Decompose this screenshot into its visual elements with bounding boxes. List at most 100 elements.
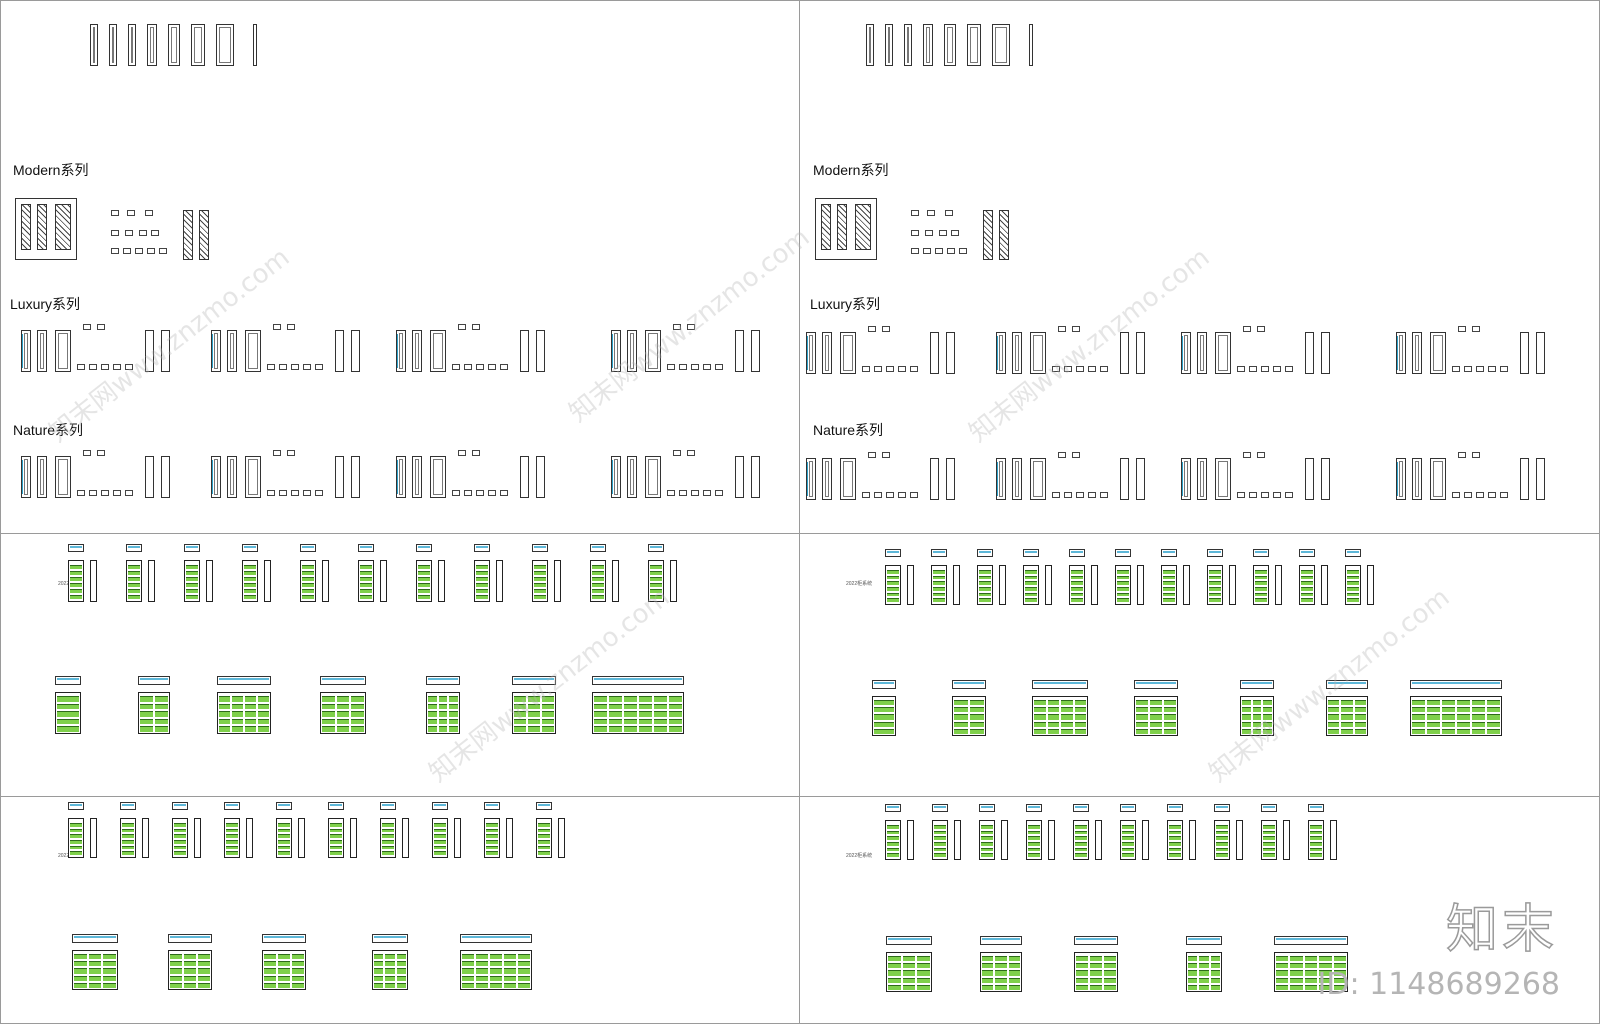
finish-swatch [1064, 492, 1072, 498]
shelf [88, 968, 102, 974]
shelf [418, 589, 430, 593]
cabinet-elevation [648, 560, 664, 602]
shelf [184, 982, 196, 988]
hatched-door [183, 210, 193, 260]
finish-swatch [472, 324, 480, 330]
side-panel [145, 330, 154, 372]
shelf [232, 696, 243, 702]
cabinet-section [1229, 565, 1236, 605]
finish-swatch [101, 490, 109, 496]
shelf [1347, 581, 1359, 585]
shelf [1263, 842, 1275, 846]
shelf [1487, 707, 1500, 713]
cabinet-top-view [416, 544, 432, 552]
shelf [292, 982, 304, 988]
shelf [302, 577, 314, 581]
side-panel [536, 456, 545, 498]
sheet-top-left [0, 0, 800, 534]
shelf [1074, 714, 1086, 720]
shelf [174, 851, 186, 855]
cabinet-elevation [1253, 565, 1269, 605]
cabinet-section [1137, 565, 1144, 605]
shelf [232, 726, 243, 732]
shelf [934, 825, 946, 829]
shelf [1333, 956, 1346, 962]
shelf [88, 961, 102, 967]
shelf [1104, 984, 1116, 990]
shelf [970, 721, 984, 727]
assembly-top-view [886, 936, 932, 945]
shelf [1071, 570, 1083, 574]
shelf [128, 565, 140, 569]
shelf [534, 571, 546, 575]
shelf [1028, 830, 1040, 835]
shelf [534, 589, 546, 593]
shelf [1025, 575, 1037, 580]
shelf [1216, 830, 1228, 835]
door-elevation [1181, 332, 1191, 374]
shelf [140, 726, 153, 732]
cabinet-top-view [979, 804, 995, 812]
assembly-top-view [262, 934, 306, 943]
finish-swatch [886, 366, 894, 372]
hatched-door [37, 204, 47, 250]
shelf [1104, 977, 1116, 983]
finish-swatch [1072, 326, 1080, 332]
shelf [1427, 714, 1440, 720]
cabinet-elevation [328, 818, 344, 858]
shelf [434, 851, 446, 855]
shelf [874, 700, 894, 706]
shelf [1310, 847, 1322, 852]
side-panel [1536, 332, 1545, 374]
finish-swatch [939, 230, 947, 236]
assembly-top-view [320, 676, 366, 685]
shelf [518, 954, 530, 960]
shelf [592, 571, 604, 575]
sheet-mid-left [0, 533, 800, 797]
cabinet-elevation [532, 560, 548, 602]
cabinet-elevation [432, 818, 448, 858]
finish-swatch [1273, 366, 1281, 372]
shelf [1163, 581, 1175, 585]
cabinet-elevation [1261, 820, 1277, 860]
shelf [336, 696, 350, 702]
shelf [462, 961, 474, 967]
door-handle [22, 334, 23, 368]
shelf [1150, 721, 1162, 727]
shelf [88, 982, 102, 988]
cabinet-section [1045, 565, 1052, 605]
shelf [654, 703, 667, 710]
door-elevation [128, 24, 136, 66]
finish-swatch [1500, 492, 1508, 498]
finish-swatch [862, 366, 870, 372]
shelf [887, 853, 899, 857]
shelf [278, 954, 290, 960]
shelf [1442, 721, 1455, 727]
shelf [934, 830, 946, 835]
finish-swatch [147, 248, 155, 254]
door-elevation [806, 332, 816, 374]
shelf [1328, 700, 1340, 706]
cabinet-top-view [432, 802, 448, 810]
shelf [1199, 970, 1209, 976]
shelf [1457, 721, 1470, 727]
side-panel [520, 456, 529, 498]
shelf [1122, 825, 1134, 829]
cabinet-assembly [460, 950, 532, 990]
cabinet-elevation [484, 818, 500, 858]
cabinet-section [90, 560, 97, 602]
shelf [1163, 587, 1175, 591]
cabinet-elevation [1115, 565, 1131, 605]
shelf [418, 577, 430, 581]
shelf [1487, 700, 1500, 706]
shelf [198, 961, 210, 967]
finish-swatch [287, 324, 295, 330]
shelf [1263, 707, 1272, 713]
shelf [1034, 721, 1046, 727]
finish-swatch [1285, 366, 1293, 372]
shelf [902, 970, 916, 976]
shelf [504, 961, 516, 967]
cabinet-elevation [1308, 820, 1324, 860]
shelf [1242, 714, 1251, 720]
shelf [650, 589, 662, 593]
